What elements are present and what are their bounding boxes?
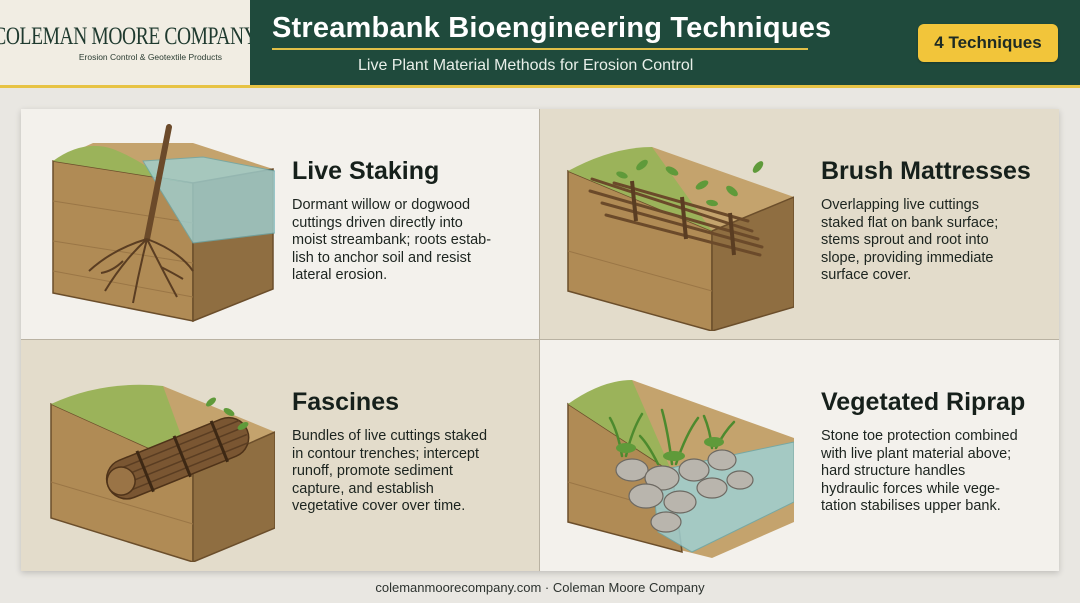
page-subtitle: Live Plant Material Methods for Erosion … [358, 57, 694, 74]
technique-description: Dormant willow or dogwood cuttings drive… [292, 197, 492, 283]
technique-title: Vegetated Riprap [821, 388, 1026, 416]
card-brush-mattresses: Brush Mattresses Overlapping live cuttin… [540, 109, 1059, 340]
header: COLEMAN MOORE COMPANY Erosion Control & … [0, 0, 1080, 88]
technique-grid: Live Staking Dormant willow or dogwood c… [21, 109, 1059, 571]
live-staking-illustration-icon [52, 124, 275, 323]
card-live-staking: Live Staking Dormant willow or dogwood c… [21, 109, 540, 340]
technique-count-badge: 4 Techniques [918, 24, 1058, 62]
technique-description: Stone toe protection combined with live … [821, 428, 1018, 514]
card-vegetated-riprap: Vegetated Riprap Stone toe protection co… [540, 340, 1059, 571]
technique-title: Brush Mattresses [821, 157, 1031, 185]
card-fascines: Fascines Bundles of live cuttings staked… [21, 340, 540, 571]
title-divider [272, 48, 808, 50]
technique-title: Live Staking [292, 157, 440, 185]
brand-tagline: Erosion Control & Geotextile Products [78, 51, 222, 62]
brand-logo: COLEMAN MOORE COMPANY Erosion Control & … [0, 0, 257, 88]
technique-description: Overlapping live cuttings staked flat on… [821, 197, 999, 283]
page-title: Streambank Bioengineering Techniques [272, 12, 832, 44]
brush-mattress-illustration-icon [567, 147, 794, 331]
technique-description: Bundles of live cuttings staked in conto… [292, 428, 488, 514]
vegetated-riprap-illustration-icon [567, 380, 794, 558]
footer-credit: colemanmoorecompany.com · Coleman Moore … [375, 580, 705, 595]
title-bar: Streambank Bioengineering Techniques Liv… [250, 0, 1080, 88]
brand-name: COLEMAN MOORE COMPANY [0, 22, 258, 50]
fascine-illustration-icon [50, 384, 275, 562]
technique-title: Fascines [292, 388, 400, 416]
